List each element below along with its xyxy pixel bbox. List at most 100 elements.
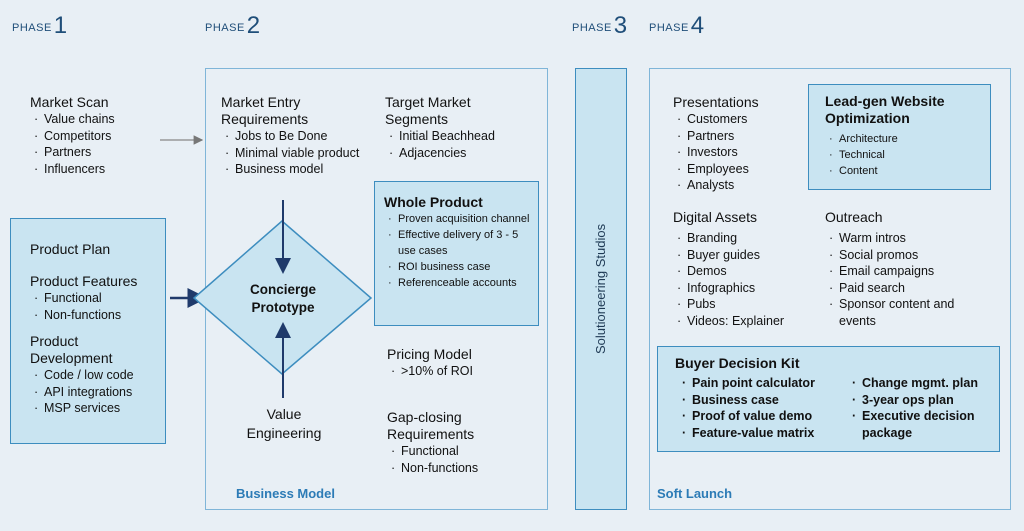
phase-1-header: PHASE1	[12, 12, 68, 40]
gap-closing-list: Functional Non-functions	[387, 443, 537, 476]
list-item: Functional	[387, 443, 537, 460]
buyer-decision-kit-title: Buyer Decision Kit	[675, 355, 800, 371]
outreach-title: Outreach	[825, 209, 883, 225]
list-item: API integrations	[30, 384, 162, 401]
digital-assets-title: Digital Assets	[673, 209, 758, 225]
list-item: 3-year ops plan	[848, 392, 998, 409]
list-item: Analysts	[673, 177, 803, 194]
lead-gen-list: Architecture Technical Content	[825, 131, 985, 179]
phase-number: 2	[246, 12, 261, 39]
phase-number: 3	[613, 12, 628, 39]
phase-2-header: PHASE2	[205, 12, 261, 40]
list-item: Code / low code	[30, 367, 162, 384]
list-item: Paid search	[825, 280, 995, 297]
market-entry-title: Market Entry Requirements	[221, 94, 309, 127]
outreach-block: Outreach Warm intros Social promos Email…	[825, 209, 995, 329]
list-item: Email campaigns	[825, 263, 995, 280]
list-item: Investors	[673, 144, 803, 161]
list-item: Change mgmt. plan	[848, 375, 998, 392]
phase-label: PHASE	[572, 22, 612, 34]
list-item: MSP services	[30, 400, 162, 417]
pricing-model-list: >10% of ROI	[387, 363, 527, 380]
product-plan-title: Product Plan	[30, 241, 111, 257]
market-entry-block: Market Entry Requirements Jobs to Be Don…	[221, 94, 386, 178]
presentations-block: Presentations Customers Partners Investo…	[673, 94, 803, 194]
phase-3-header: PHASE3	[572, 12, 628, 40]
list-item: Sponsor content and events	[825, 296, 979, 329]
phase-number: 4	[690, 12, 705, 39]
target-market-list: Initial Beachhead Adjacencies	[385, 128, 515, 161]
gap-closing-block: Gap-closing Requirements Functional Non-…	[387, 409, 537, 476]
product-features-list: Functional Non-functions	[30, 290, 162, 323]
list-item: Value chains	[30, 111, 190, 128]
list-item: Branding	[673, 230, 813, 247]
gap-closing-title: Gap-closing Requirements	[387, 409, 475, 442]
list-item: Videos: Explainer	[673, 313, 813, 330]
market-scan-title: Market Scan	[30, 94, 109, 110]
list-item: Proven acquisition channel	[384, 211, 534, 227]
list-item: Adjacencies	[385, 145, 515, 162]
list-item: Referenceable accounts	[384, 275, 534, 291]
list-item: Business model	[221, 161, 386, 178]
list-item: Influencers	[30, 161, 190, 178]
outreach-list: Warm intros Social promos Email campaign…	[825, 230, 995, 329]
product-box: Product Plan Product Features Functional…	[10, 218, 166, 444]
list-item: Proof of value demo	[678, 408, 853, 425]
pricing-model-block: Pricing Model >10% of ROI	[387, 346, 527, 380]
phase-label: PHASE	[649, 22, 689, 34]
product-features-title: Product Features	[30, 273, 138, 289]
value-engineering-label: Value Engineering	[246, 406, 322, 441]
whole-product-box: Whole Product Proven acquisition channel…	[374, 181, 539, 326]
list-item: Employees	[673, 161, 803, 178]
list-item: Jobs to Be Done	[221, 128, 386, 145]
lead-gen-box: Lead-gen Website Optimization Architectu…	[808, 84, 991, 190]
phase-4-header: PHASE4	[649, 12, 705, 40]
phase-label: PHASE	[12, 22, 52, 34]
target-market-title: Target Market Segments	[385, 94, 471, 127]
whole-product-list: Proven acquisition channel Effective del…	[384, 211, 534, 291]
list-item: Executive decision package	[848, 408, 1002, 441]
market-scan-block: Market Scan Value chains Competitors Par…	[30, 94, 190, 177]
phase-3-column: Solutioneering Studios	[575, 68, 627, 510]
buyer-decision-kit-box: Buyer Decision Kit Pain point calculator…	[657, 346, 1000, 452]
concierge-prototype-label: Concierge Prototype	[249, 282, 317, 315]
list-item: Partners	[673, 128, 803, 145]
list-item: Competitors	[30, 128, 190, 145]
pricing-model-title: Pricing Model	[387, 346, 472, 362]
lead-gen-title: Lead-gen Website Optimization	[825, 93, 945, 126]
product-development-title: Product Development	[30, 333, 113, 366]
list-item: Partners	[30, 144, 190, 161]
phase-4-frame	[649, 68, 1011, 510]
business-model-caption: Business Model	[236, 486, 335, 501]
list-item: Minimal viable product	[221, 145, 386, 162]
phase-number: 1	[53, 12, 68, 39]
buyer-decision-kit-right-list: Change mgmt. plan 3-year ops plan Execut…	[848, 375, 998, 441]
phase-label: PHASE	[205, 22, 245, 34]
list-item: Social promos	[825, 247, 995, 264]
list-item: Buyer guides	[673, 247, 813, 264]
market-scan-list: Value chains Competitors Partners Influe…	[30, 111, 190, 177]
list-item: Pain point calculator	[678, 375, 853, 392]
list-item: >10% of ROI	[387, 363, 527, 380]
list-item: Feature-value matrix	[678, 425, 853, 442]
list-item: Content	[825, 163, 985, 179]
list-item: Pubs	[673, 296, 813, 313]
soft-launch-caption: Soft Launch	[657, 486, 733, 501]
list-item: Technical	[825, 147, 985, 163]
list-item: Business case	[678, 392, 853, 409]
presentations-list: Customers Partners Investors Employees A…	[673, 111, 803, 194]
buyer-decision-kit-left-list: Pain point calculator Business case Proo…	[678, 375, 853, 441]
list-item: Initial Beachhead	[385, 128, 515, 145]
list-item: Functional	[30, 290, 162, 307]
digital-assets-list: Branding Buyer guides Demos Infographics…	[673, 230, 813, 329]
target-market-block: Target Market Segments Initial Beachhead…	[385, 94, 515, 161]
list-item: Non-functions	[30, 307, 162, 324]
list-item: Non-functions	[387, 460, 537, 477]
product-development-list: Code / low code API integrations MSP ser…	[30, 367, 162, 417]
digital-assets-block: Digital Assets Branding Buyer guides Dem…	[673, 209, 813, 329]
market-entry-list: Jobs to Be Done Minimal viable product B…	[221, 128, 386, 178]
list-item: Demos	[673, 263, 813, 280]
list-item: Infographics	[673, 280, 813, 297]
list-item: Customers	[673, 111, 803, 128]
